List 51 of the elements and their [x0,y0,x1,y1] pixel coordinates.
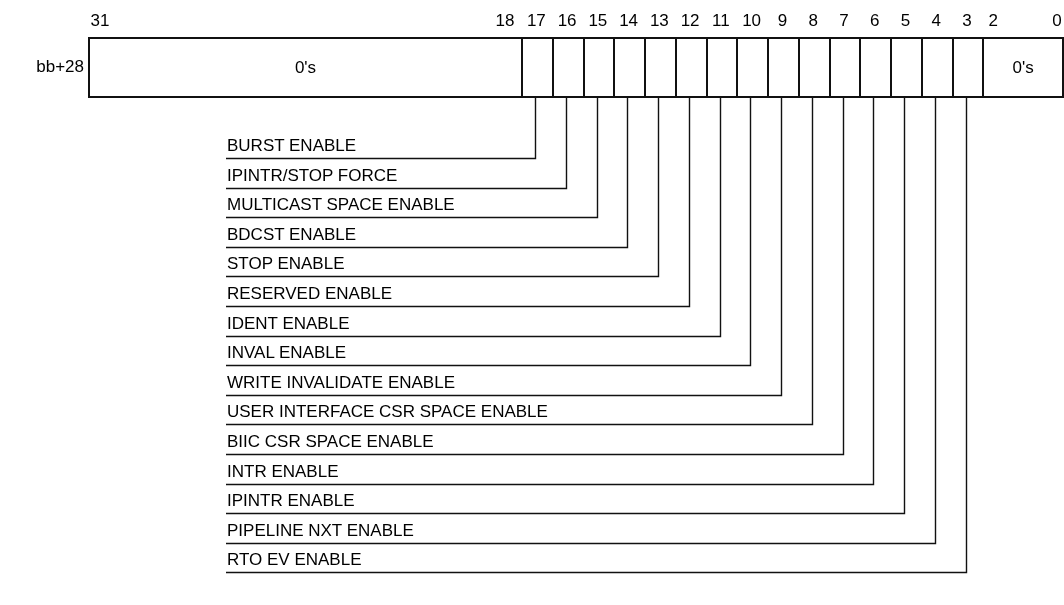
bit-cell [890,37,923,98]
field-label: BURST ENABLE [227,136,357,156]
bit-cell [521,37,554,98]
bit-number: 2 [988,12,998,29]
address-label: bb+28 [36,58,84,75]
field-label: INTR ENABLE [227,461,339,482]
bit-cell [859,37,892,98]
bit-number: 4 [931,12,941,29]
bit-number: 12 [680,12,700,29]
bit-number: 7 [839,12,849,29]
bit-number: 5 [900,12,911,29]
bit-number: 16 [557,12,577,29]
bit-number: 15 [588,12,608,29]
bit-number: 6 [869,12,880,29]
bit-number: 0 [1052,12,1062,29]
field-label: IDENT ENABLE [227,313,350,334]
field-label: BIIC CSR SPACE ENABLE [227,432,434,452]
bit-cell [613,37,646,98]
bit-number: 11 [712,12,730,29]
field-label: PIPELINE NXT ENABLE [227,520,414,541]
field-label: BDCST ENABLE [227,224,357,245]
leader-line [225,97,691,308]
bit-number: 9 [777,12,788,29]
field-label: WRITE INVALIDATE ENABLE [227,372,455,393]
bit-number: 31 [90,12,110,29]
leader-line [225,97,599,219]
leader-line [225,97,629,249]
bit-number: 10 [742,12,762,29]
bit-cell [644,37,677,98]
bit-number: 13 [649,12,669,29]
bit-number: 18 [495,12,515,29]
leader-line [225,97,660,278]
leader-line [225,97,722,338]
field-label: USER INTERFACE CSR SPACE ENABLE [227,402,548,423]
field-label: INVAL ENABLE [227,343,347,364]
bit-number: 17 [526,12,546,29]
bit-cell [767,37,800,98]
leader-line [225,97,537,160]
bit-cell [736,37,769,98]
leader-line [225,97,568,190]
bit-number: 14 [619,12,639,29]
field-label: RESERVED ENABLE [227,284,393,304]
register-field: 0's [88,37,523,98]
bit-number: 8 [808,12,818,29]
field-label: MULTICAST SPACE ENABLE [227,195,455,216]
bit-number: 3 [962,12,972,29]
field-label: STOP ENABLE [227,254,345,275]
field-label: RTO EV ENABLE [227,550,362,571]
register-field: 0's [982,37,1064,98]
field-label: IPINTR/STOP FORCE [227,165,398,186]
field-label: IPINTR ENABLE [227,491,355,512]
